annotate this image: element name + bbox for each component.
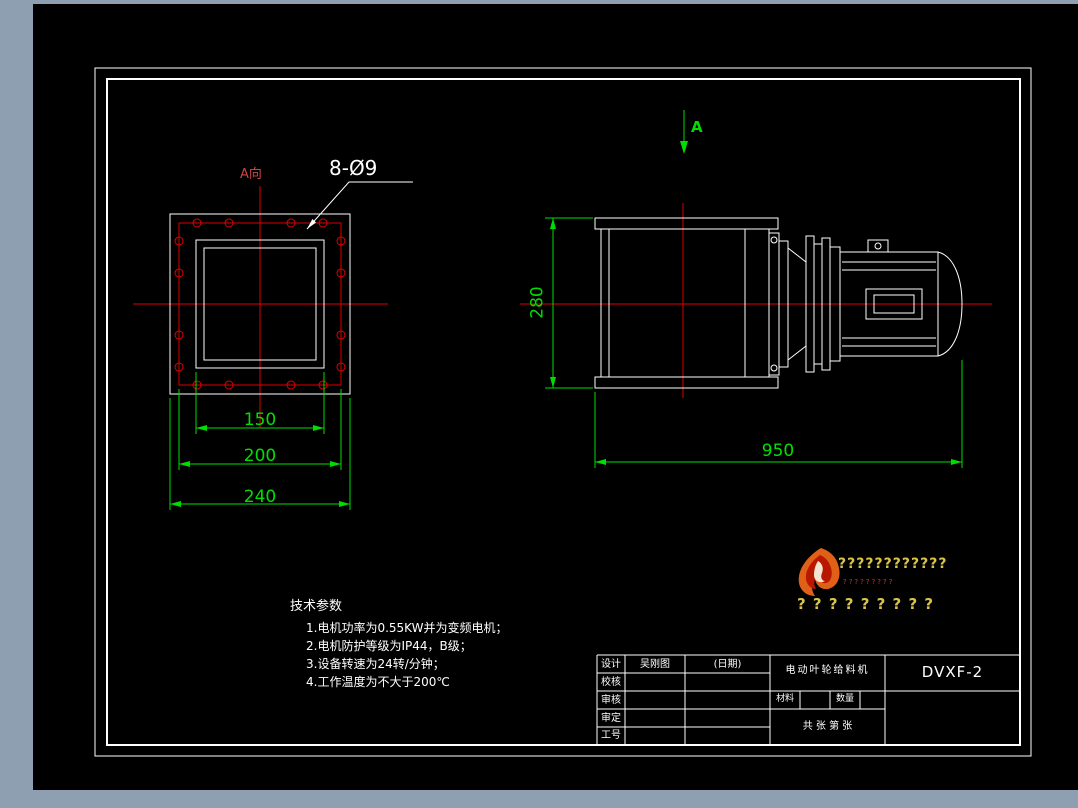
title-block-row-design: 设计 [601,659,621,670]
tech-note-item: 2.电机防护等级为IP44，B级； [306,639,472,653]
watermark-row3: ? ? ? ? ? ? ? ? ? [797,595,934,613]
title-block-row-check: 校核 [601,677,621,688]
title-block-designer: 吴刚图 [640,659,670,670]
tech-note-item: 3.设备转速为24转/分钟； [306,657,445,671]
dim-280: 280 [527,286,548,319]
title-block-date: (日期) [713,659,742,670]
flame-logo-icon [798,548,840,596]
title-block-product-name: 电动叶轮给料机 [785,665,870,676]
title-block-row-approve: 审定 [601,713,621,724]
machine-outline [594,217,963,389]
watermark-row1: ???????????? [838,556,948,572]
side-view-centerlines [520,203,992,398]
dim-950: 950 [761,441,795,461]
section-label: A [691,118,703,136]
title-block-row-jobno: 工号 [601,730,621,741]
view-direction-label: A向 [240,167,262,182]
front-view-centerlines [133,186,388,428]
tech-notes-title: 技术参数 [290,599,343,614]
tech-note-item: 4.工作温度为不大于200℃ [306,675,450,689]
cad-canvas [33,4,1078,790]
dim-200: 200 [243,446,277,466]
section-arrowhead [680,141,688,154]
holes-callout-label: 8-Ø9 [329,156,378,180]
side-view-dim-arrows [550,218,962,465]
dim-150: 150 [243,410,277,430]
side-view [520,110,992,468]
bolt-holes [174,218,346,390]
title-block-grid [596,654,1020,745]
drawing-frame [94,67,1032,757]
front-view-outline [169,181,413,395]
watermark-row2: ????????? [843,578,895,586]
title-block-row-review: 审核 [601,695,621,706]
side-view-dimensions [545,217,963,468]
title-block-qty-label: 数量 [835,694,854,704]
front-view [133,181,413,510]
title-block-material-label: 材料 [775,694,794,704]
title-block-drawing-no: DVXF-2 [921,663,984,681]
leader-arrowhead [307,219,316,229]
front-view-dim-arrows [170,425,350,507]
dim-240: 240 [243,487,277,507]
title-block-sheet-label: 共 张 第 张 [802,721,853,732]
front-view-dimensions [169,372,351,510]
tech-note-item: 1.电机功率为0.55KW并为变频电机； [306,621,508,635]
